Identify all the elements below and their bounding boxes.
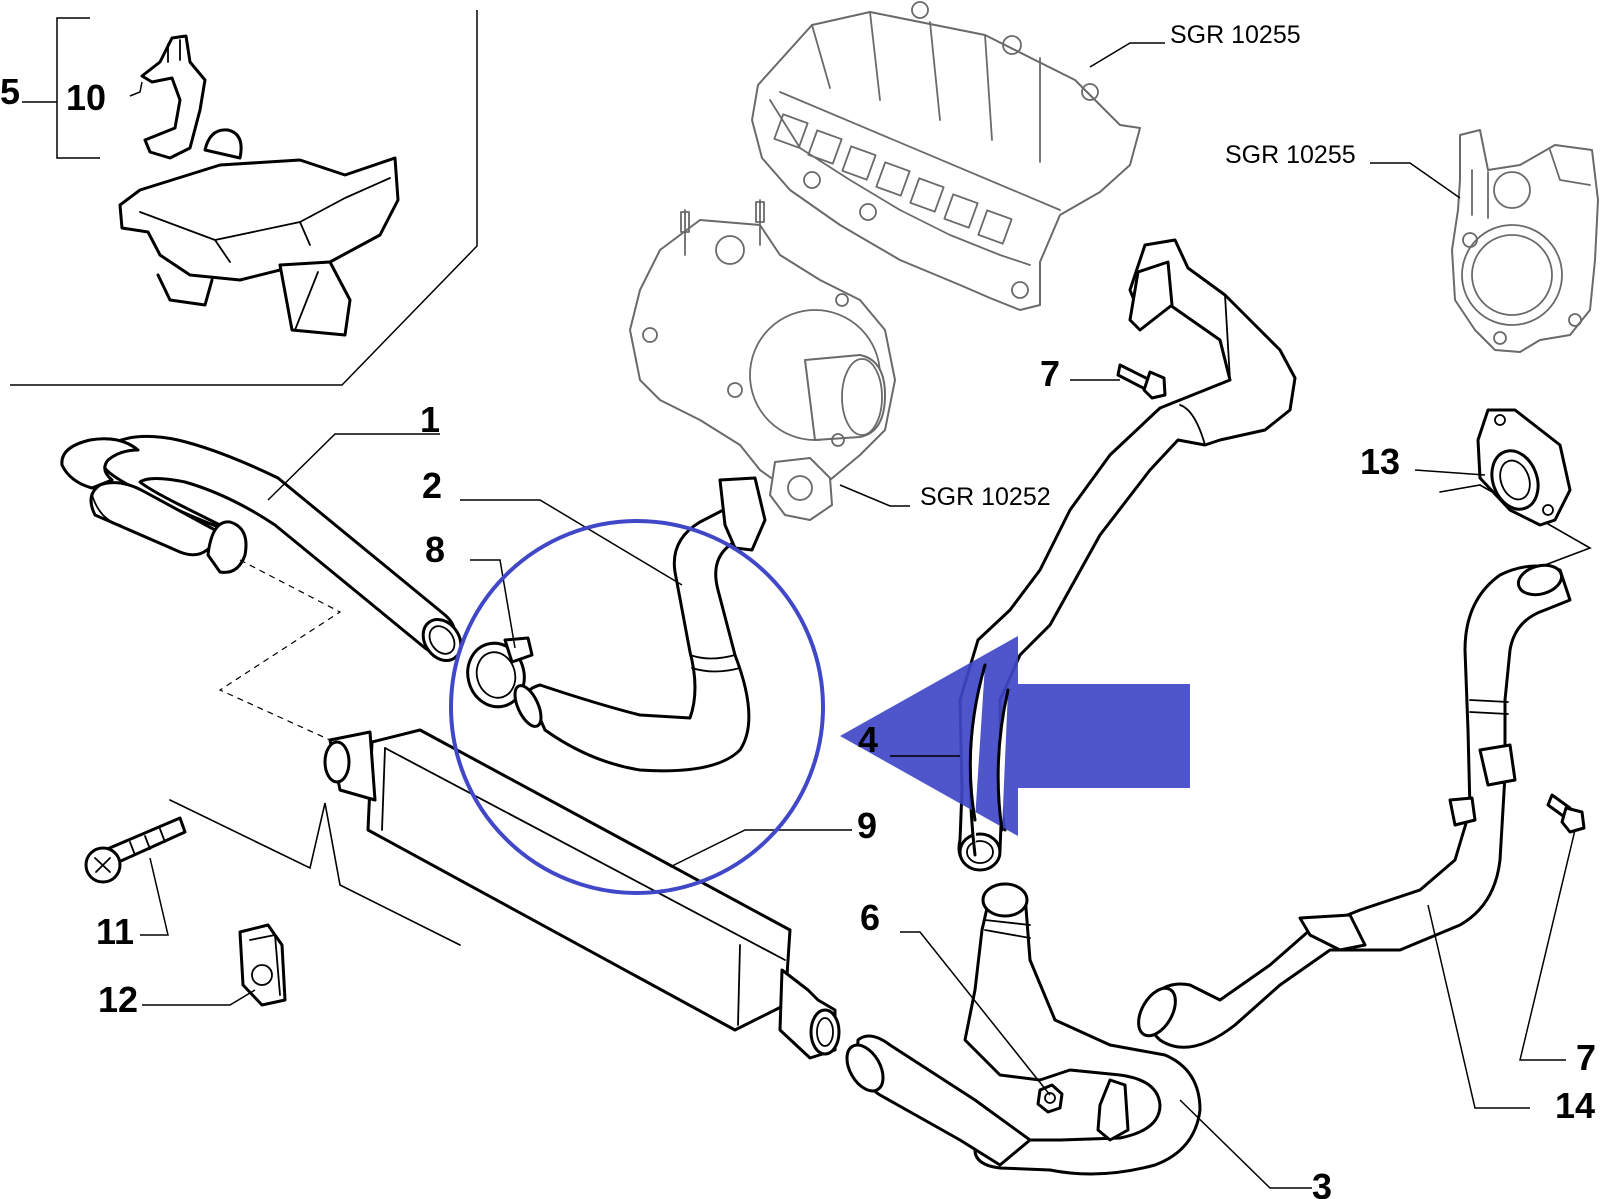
intercooler-bracket-part — [118, 128, 400, 337]
label-14: 14 — [1555, 1085, 1595, 1126]
ref-turbo: SGR 10252 — [920, 483, 1051, 511]
clamp-8-part — [466, 636, 534, 709]
label-2: 2 — [422, 465, 442, 506]
bolt-7-right-part — [1546, 793, 1586, 834]
bolt-7-top-part — [1116, 363, 1167, 400]
highlight-circle — [449, 519, 825, 895]
nut-6-part — [1036, 1083, 1064, 1114]
label-1: 1 — [420, 399, 440, 440]
label-8: 8 — [425, 529, 445, 570]
label-3: 3 — [1312, 1166, 1332, 1199]
hose-9-part — [513, 476, 767, 773]
hose-14-part — [1137, 563, 1572, 1049]
bolt-11-part — [84, 816, 187, 884]
inset-frame — [10, 10, 478, 386]
leader-lines — [140, 42, 1576, 1189]
reference-labels: SGR 10255 SGR 10255 SGR 10252 — [920, 21, 1356, 511]
label-5: 5 — [0, 71, 20, 112]
clip-part — [129, 34, 207, 160]
label-7-top: 7 — [1040, 353, 1060, 394]
ref-throttle: SGR 10255 — [1225, 141, 1356, 169]
label-9: 9 — [857, 805, 877, 846]
label-10: 10 — [66, 77, 106, 118]
label-6: 6 — [860, 897, 880, 938]
throttle-body-part — [1451, 129, 1599, 353]
hose-1-part — [60, 434, 463, 662]
label-12: 12 — [98, 979, 138, 1020]
label-7-right: 7 — [1576, 1037, 1596, 1078]
ref-manifold: SGR 10255 — [1170, 21, 1301, 49]
label-13: 13 — [1360, 441, 1400, 482]
highlight-arrow — [840, 636, 1190, 836]
label-4: 4 — [858, 719, 878, 760]
intercooler-part — [323, 728, 841, 1060]
turbocharger-part — [629, 199, 896, 521]
flange-13-part — [1476, 408, 1572, 527]
callout-labels: 1 2 3 4 5 6 7 7 8 9 10 11 12 13 14 — [0, 71, 1596, 1199]
intake-manifold-part — [751, 1, 1141, 311]
hose-3-part — [845, 882, 1202, 1176]
clip-12-part — [238, 923, 287, 1007]
label-11: 11 — [96, 911, 134, 952]
